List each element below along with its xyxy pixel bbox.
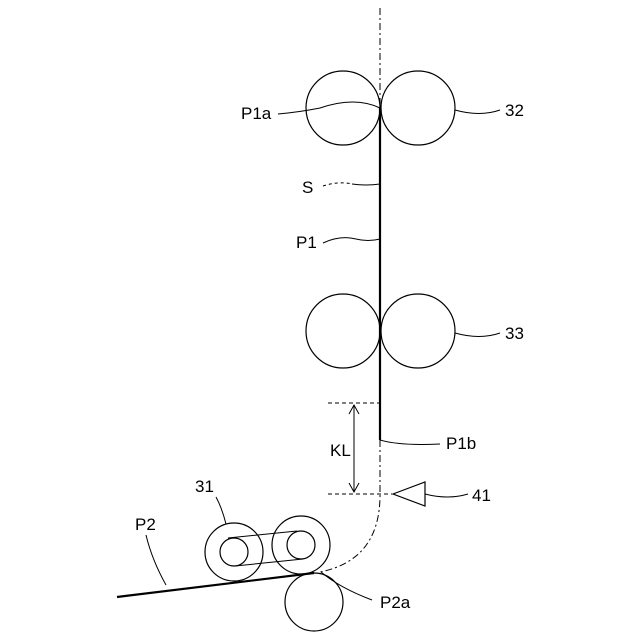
leader-p2 [146, 535, 166, 585]
pulley-31-left-inner [220, 538, 248, 566]
leader-32 [455, 110, 500, 114]
leader-33 [455, 333, 500, 337]
label-p1: P1 [296, 233, 317, 252]
label-p2a: P2a [380, 593, 411, 612]
label-41: 41 [472, 486, 491, 505]
label-kl: KL [330, 441, 351, 460]
leader-s-end [352, 184, 380, 185]
conveyance-path-p2 [117, 573, 314, 597]
leader-41 [425, 494, 468, 497]
sensor-41-triangle [393, 482, 425, 506]
roller-33-right [381, 294, 455, 368]
label-p1a: P1a [241, 104, 272, 123]
leader-s [323, 183, 352, 186]
roller-32-right [381, 71, 455, 145]
roller-33-left [306, 294, 380, 368]
label-32: 32 [505, 101, 524, 120]
label-33: 33 [505, 324, 524, 343]
roller-32-left [306, 71, 380, 145]
leader-31 [216, 497, 226, 524]
leader-p1 [323, 238, 380, 243]
label-31: 31 [195, 477, 214, 496]
pulley-31-right-inner [287, 531, 315, 559]
label-p1b: P1b [446, 434, 476, 453]
label-p2: P2 [135, 515, 156, 534]
label-s: S [302, 178, 313, 197]
leader-p1b [380, 440, 440, 445]
